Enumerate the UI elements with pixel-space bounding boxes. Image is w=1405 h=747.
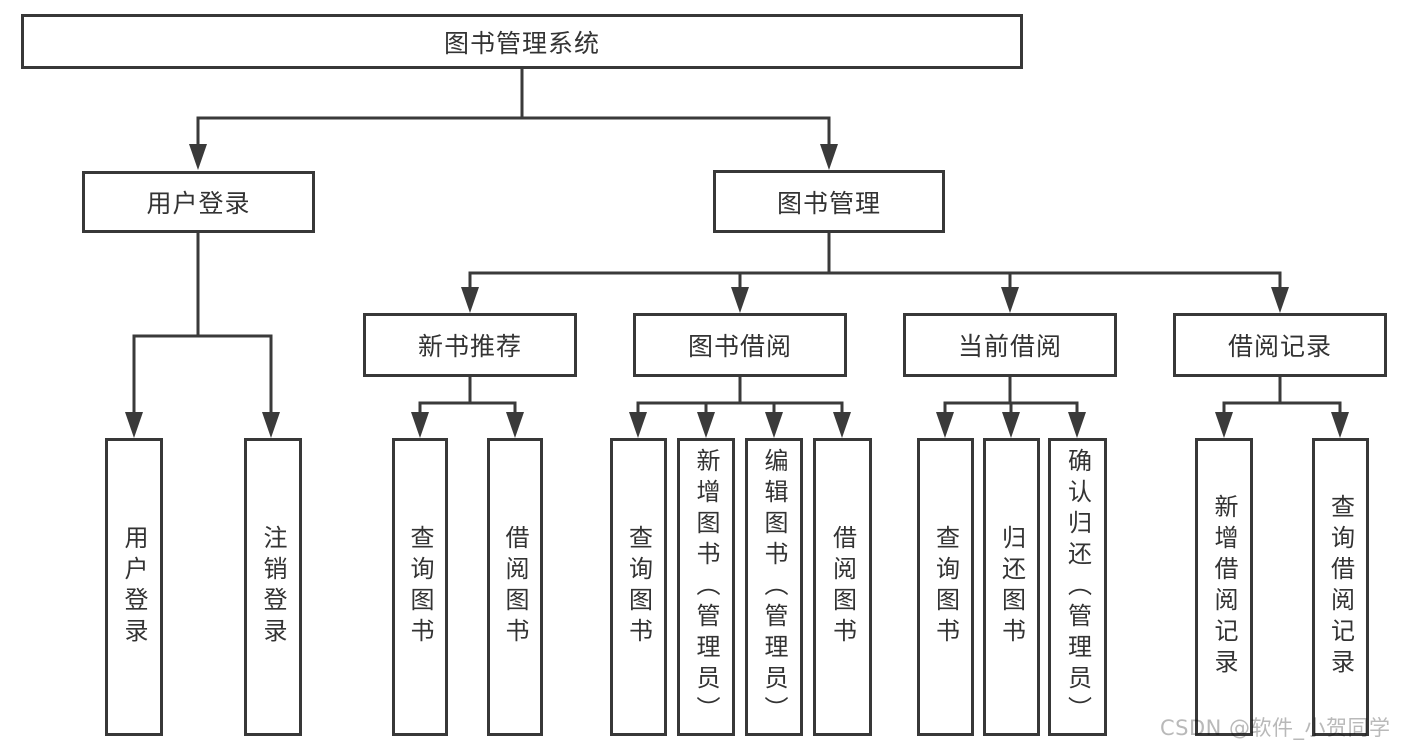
arrow-to-current-borrow bbox=[1001, 287, 1019, 313]
node-current-borrow-label: 当前借阅 bbox=[957, 332, 1062, 361]
arrow-to-leaf-rec-query bbox=[411, 412, 429, 438]
connector-root-to-level2 bbox=[196, 67, 831, 162]
leaf-borrow-query-books-label: 查询图书 bbox=[624, 525, 653, 649]
node-new-book-rec: 新书推荐 bbox=[363, 313, 577, 377]
leaf-current-query-books-label: 查询图书 bbox=[931, 525, 960, 649]
leaf-records-query-label: 查询借阅记录 bbox=[1326, 494, 1355, 680]
arrow-to-book-borrow bbox=[731, 287, 749, 313]
leaf-user-login-label: 用户登录 bbox=[120, 525, 148, 649]
leaf-rec-query-books: 查询图书 bbox=[392, 438, 448, 736]
node-user-login: 用户登录 bbox=[82, 171, 315, 233]
leaf-records-query: 查询借阅记录 bbox=[1312, 438, 1369, 736]
leaf-records-add-label: 新增借阅记录 bbox=[1210, 494, 1238, 680]
leaf-borrow-query-books: 查询图书 bbox=[610, 438, 667, 736]
node-root-system: 图书管理系统 bbox=[21, 14, 1023, 69]
leaf-borrow-edit-books: 编辑图书（管理员） bbox=[745, 438, 803, 736]
arrow-to-leaf-borrow-add bbox=[697, 412, 715, 438]
node-borrow-records: 借阅记录 bbox=[1173, 313, 1387, 377]
leaf-current-confirm-return: 确认归还（管理员） bbox=[1048, 438, 1107, 736]
leaf-borrow-edit-books-label: 编辑图书（管理员） bbox=[760, 447, 788, 727]
arrow-to-leaf-logout bbox=[262, 412, 280, 438]
node-book-borrow-label: 图书借阅 bbox=[687, 332, 792, 361]
connector-borrow-records-to-leaves bbox=[1222, 375, 1342, 430]
arrow-to-leaf-user-login bbox=[125, 412, 143, 438]
leaf-rec-borrow-books-label: 借阅图书 bbox=[501, 525, 529, 649]
leaf-logout: 注销登录 bbox=[244, 438, 302, 736]
arrow-to-new-book-rec bbox=[461, 287, 479, 313]
node-user-login-label: 用户登录 bbox=[146, 189, 251, 218]
leaf-rec-query-books-label: 查询图书 bbox=[406, 525, 434, 649]
leaf-borrow-borrow-books: 借阅图书 bbox=[813, 438, 872, 736]
arrow-to-leaf-borrow-edit bbox=[765, 412, 783, 438]
arrowheads bbox=[125, 144, 1349, 438]
leaf-user-login: 用户登录 bbox=[105, 438, 163, 736]
arrow-to-borrow-records bbox=[1271, 287, 1289, 313]
node-current-borrow: 当前借阅 bbox=[903, 313, 1117, 377]
leaf-current-query-books: 查询图书 bbox=[917, 438, 974, 736]
leaf-records-add: 新增借阅记录 bbox=[1195, 438, 1253, 736]
arrow-to-user-login bbox=[189, 144, 207, 170]
leaf-current-return-books-label: 归还图书 bbox=[997, 525, 1026, 649]
arrow-to-leaf-records-query bbox=[1331, 412, 1349, 438]
leaf-logout-label: 注销登录 bbox=[259, 525, 287, 649]
leaf-borrow-add-books-label: 新增图书（管理员） bbox=[692, 447, 720, 727]
node-root-system-label: 图书管理系统 bbox=[443, 28, 600, 58]
node-book-mgmt: 图书管理 bbox=[713, 170, 945, 233]
connector-book-borrow-to-leaves bbox=[636, 375, 844, 430]
leaf-rec-borrow-books: 借阅图书 bbox=[487, 438, 543, 736]
arrow-to-book-mgmt bbox=[820, 144, 838, 170]
node-book-borrow: 图书借阅 bbox=[633, 313, 847, 377]
leaf-current-confirm-return-label: 确认归还（管理员） bbox=[1063, 447, 1092, 727]
arrow-to-leaf-records-add bbox=[1215, 412, 1233, 438]
arrow-to-leaf-current-return bbox=[1002, 412, 1020, 438]
node-book-mgmt-label: 图书管理 bbox=[776, 188, 881, 218]
arrow-to-leaf-current-query bbox=[936, 412, 954, 438]
csdn-watermark: CSDN @软件_小贺同学 bbox=[1160, 716, 1391, 740]
connector-user-login-to-leaves bbox=[132, 231, 273, 430]
arrow-to-leaf-borrow-borrow bbox=[833, 412, 851, 438]
arrow-to-leaf-borrow-query bbox=[629, 412, 647, 438]
leaf-current-return-books: 归还图书 bbox=[983, 438, 1040, 736]
connector-book-mgmt-to-level3 bbox=[468, 231, 1282, 305]
leaf-borrow-add-books: 新增图书（管理员） bbox=[677, 438, 735, 736]
arrow-to-leaf-current-confirm bbox=[1068, 412, 1086, 438]
node-borrow-records-label: 借阅记录 bbox=[1227, 332, 1332, 361]
arrow-to-leaf-rec-borrow bbox=[506, 412, 524, 438]
leaf-borrow-borrow-books-label: 借阅图书 bbox=[828, 525, 857, 649]
connector-new-book-rec-to-leaves bbox=[418, 375, 517, 430]
node-new-book-rec-label: 新书推荐 bbox=[417, 332, 522, 361]
